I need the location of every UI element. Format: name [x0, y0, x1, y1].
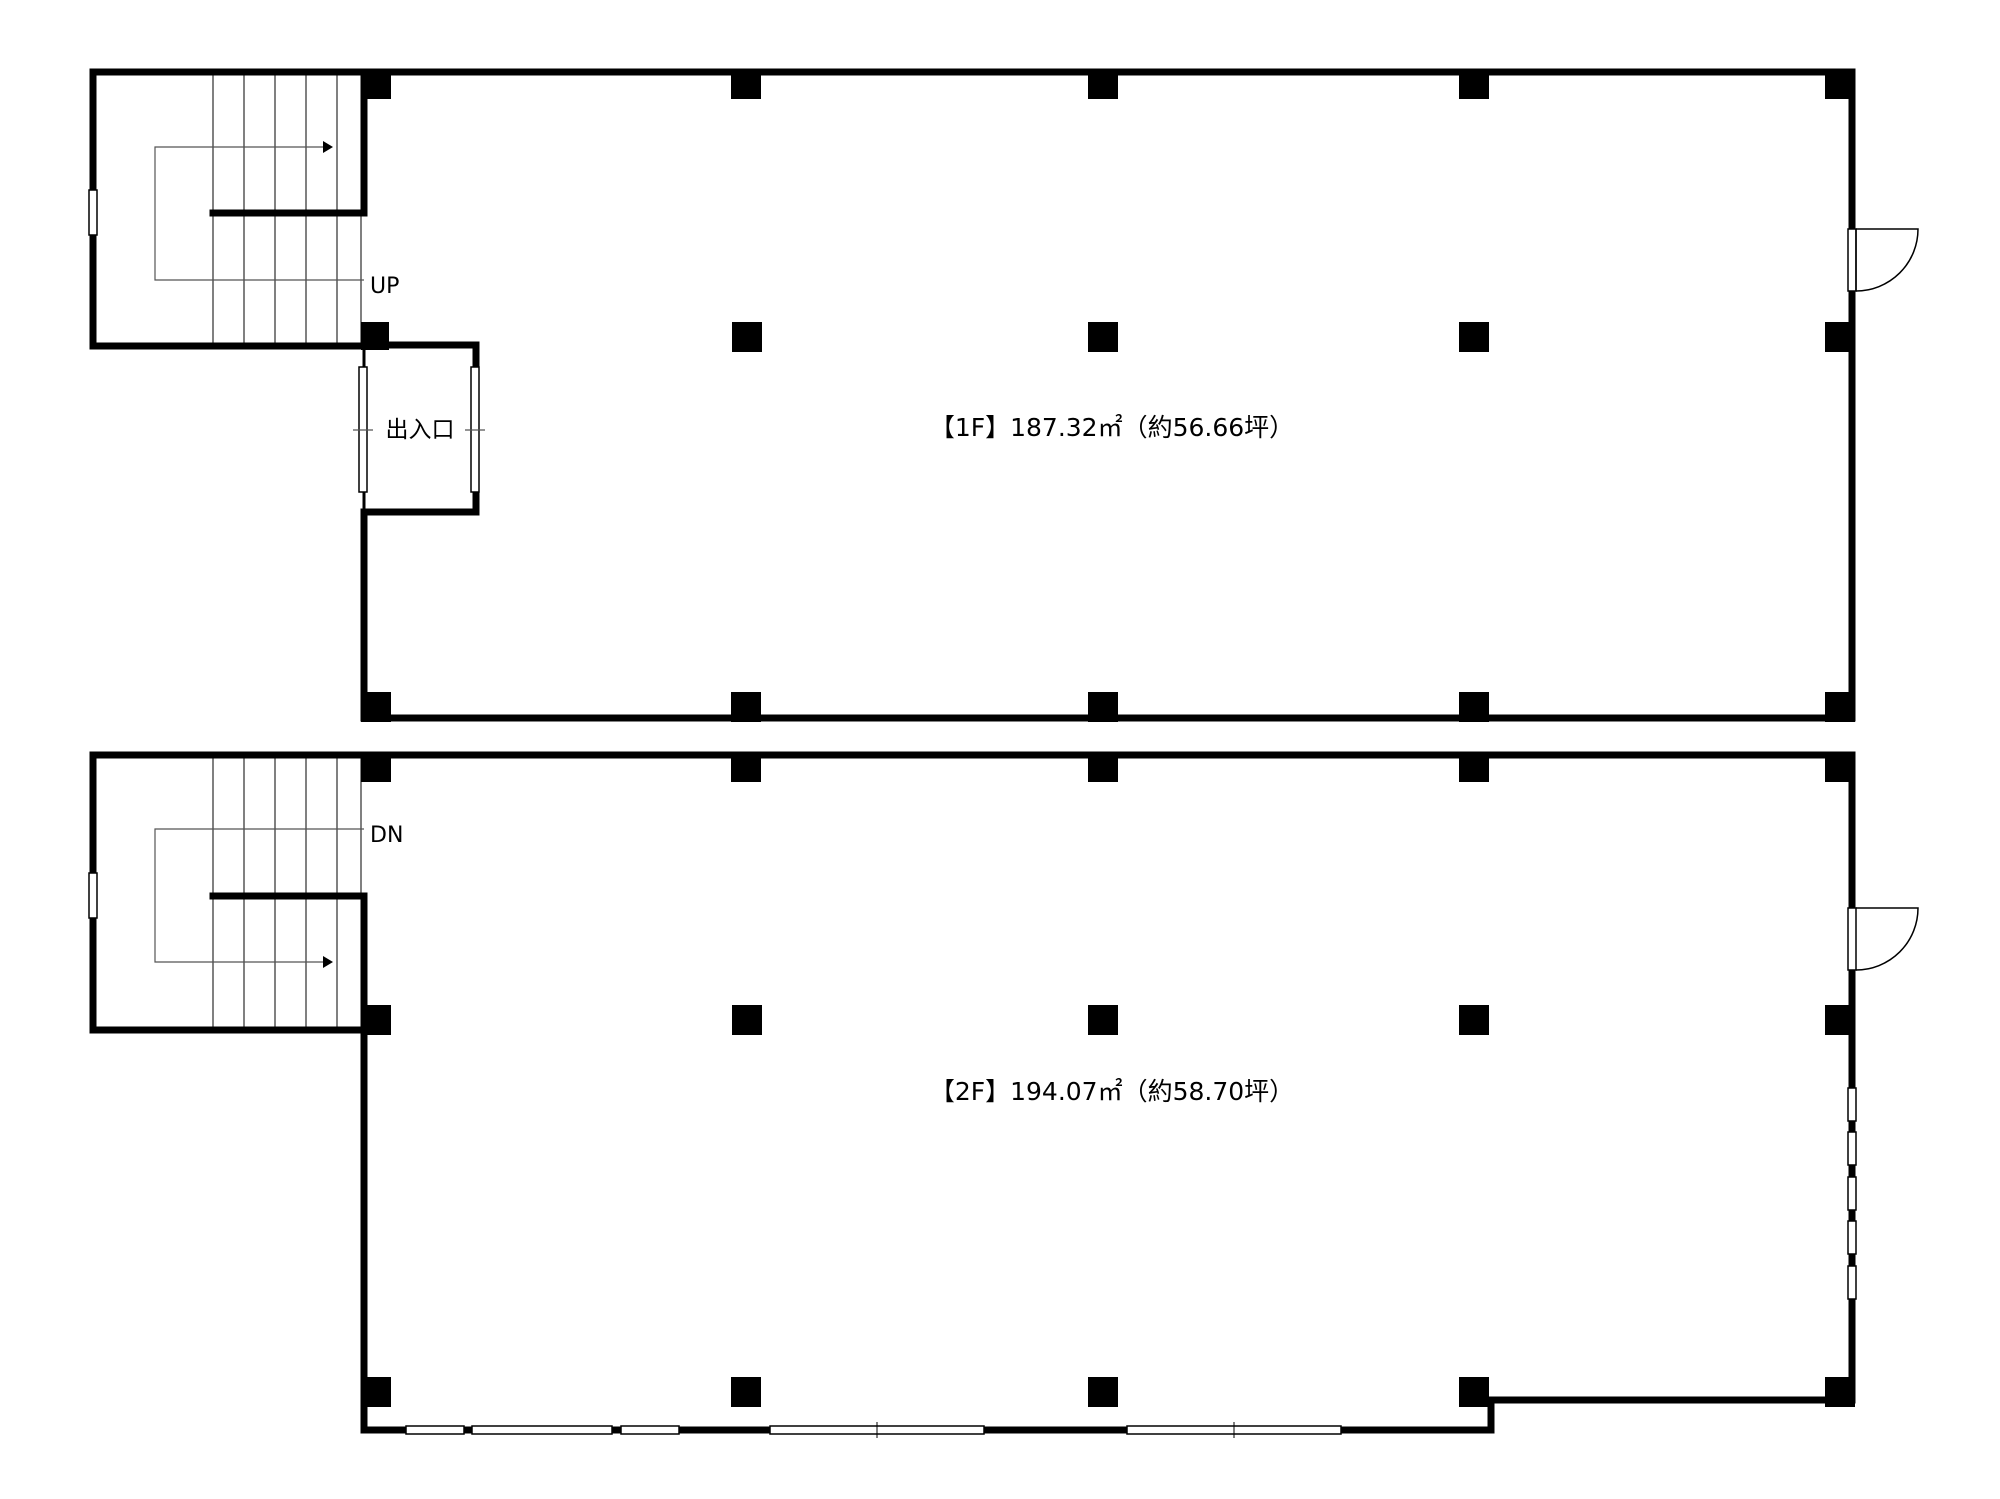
floor-2-stair-wall: [209, 892, 368, 1034]
floor-2-stair: [154, 755, 364, 1030]
floor-2-right-windows: [1847, 1087, 1857, 1300]
floor-1-walls: [89, 68, 1856, 722]
floor-2-columns: [361, 752, 1855, 1407]
floor-1-side-door[interactable]: [1847, 228, 1919, 292]
floor-1-area-label: 【1F】187.32㎡（約56.66坪）: [930, 413, 1294, 442]
floor-1-stair-wall: [209, 68, 368, 217]
floor-2-stair-label: DN: [370, 823, 403, 848]
floor-1-stair-window: [88, 189, 98, 236]
arrow-icon: [323, 141, 333, 153]
floor-2-side-door[interactable]: [1847, 907, 1919, 971]
floor-1-plan: UP 出入口 【1F】187.32㎡（約56.66坪）: [88, 68, 1919, 722]
floor-1-entrance-label: 出入口: [386, 417, 455, 443]
floor-1-columns: [361, 69, 1855, 722]
floor-2-plan: DN 【2F】194.07㎡（約58.70坪）: [88, 751, 1919, 1438]
floor-2-area-label: 【2F】194.07㎡（約58.70坪）: [930, 1077, 1294, 1106]
floor-1-stair-label: UP: [370, 274, 399, 299]
arrow-icon: [323, 956, 333, 968]
floor-1-stair: [154, 72, 364, 346]
floor-2-stair-window: [88, 872, 98, 919]
floor-2-bottom-windows: [405, 1422, 1342, 1438]
